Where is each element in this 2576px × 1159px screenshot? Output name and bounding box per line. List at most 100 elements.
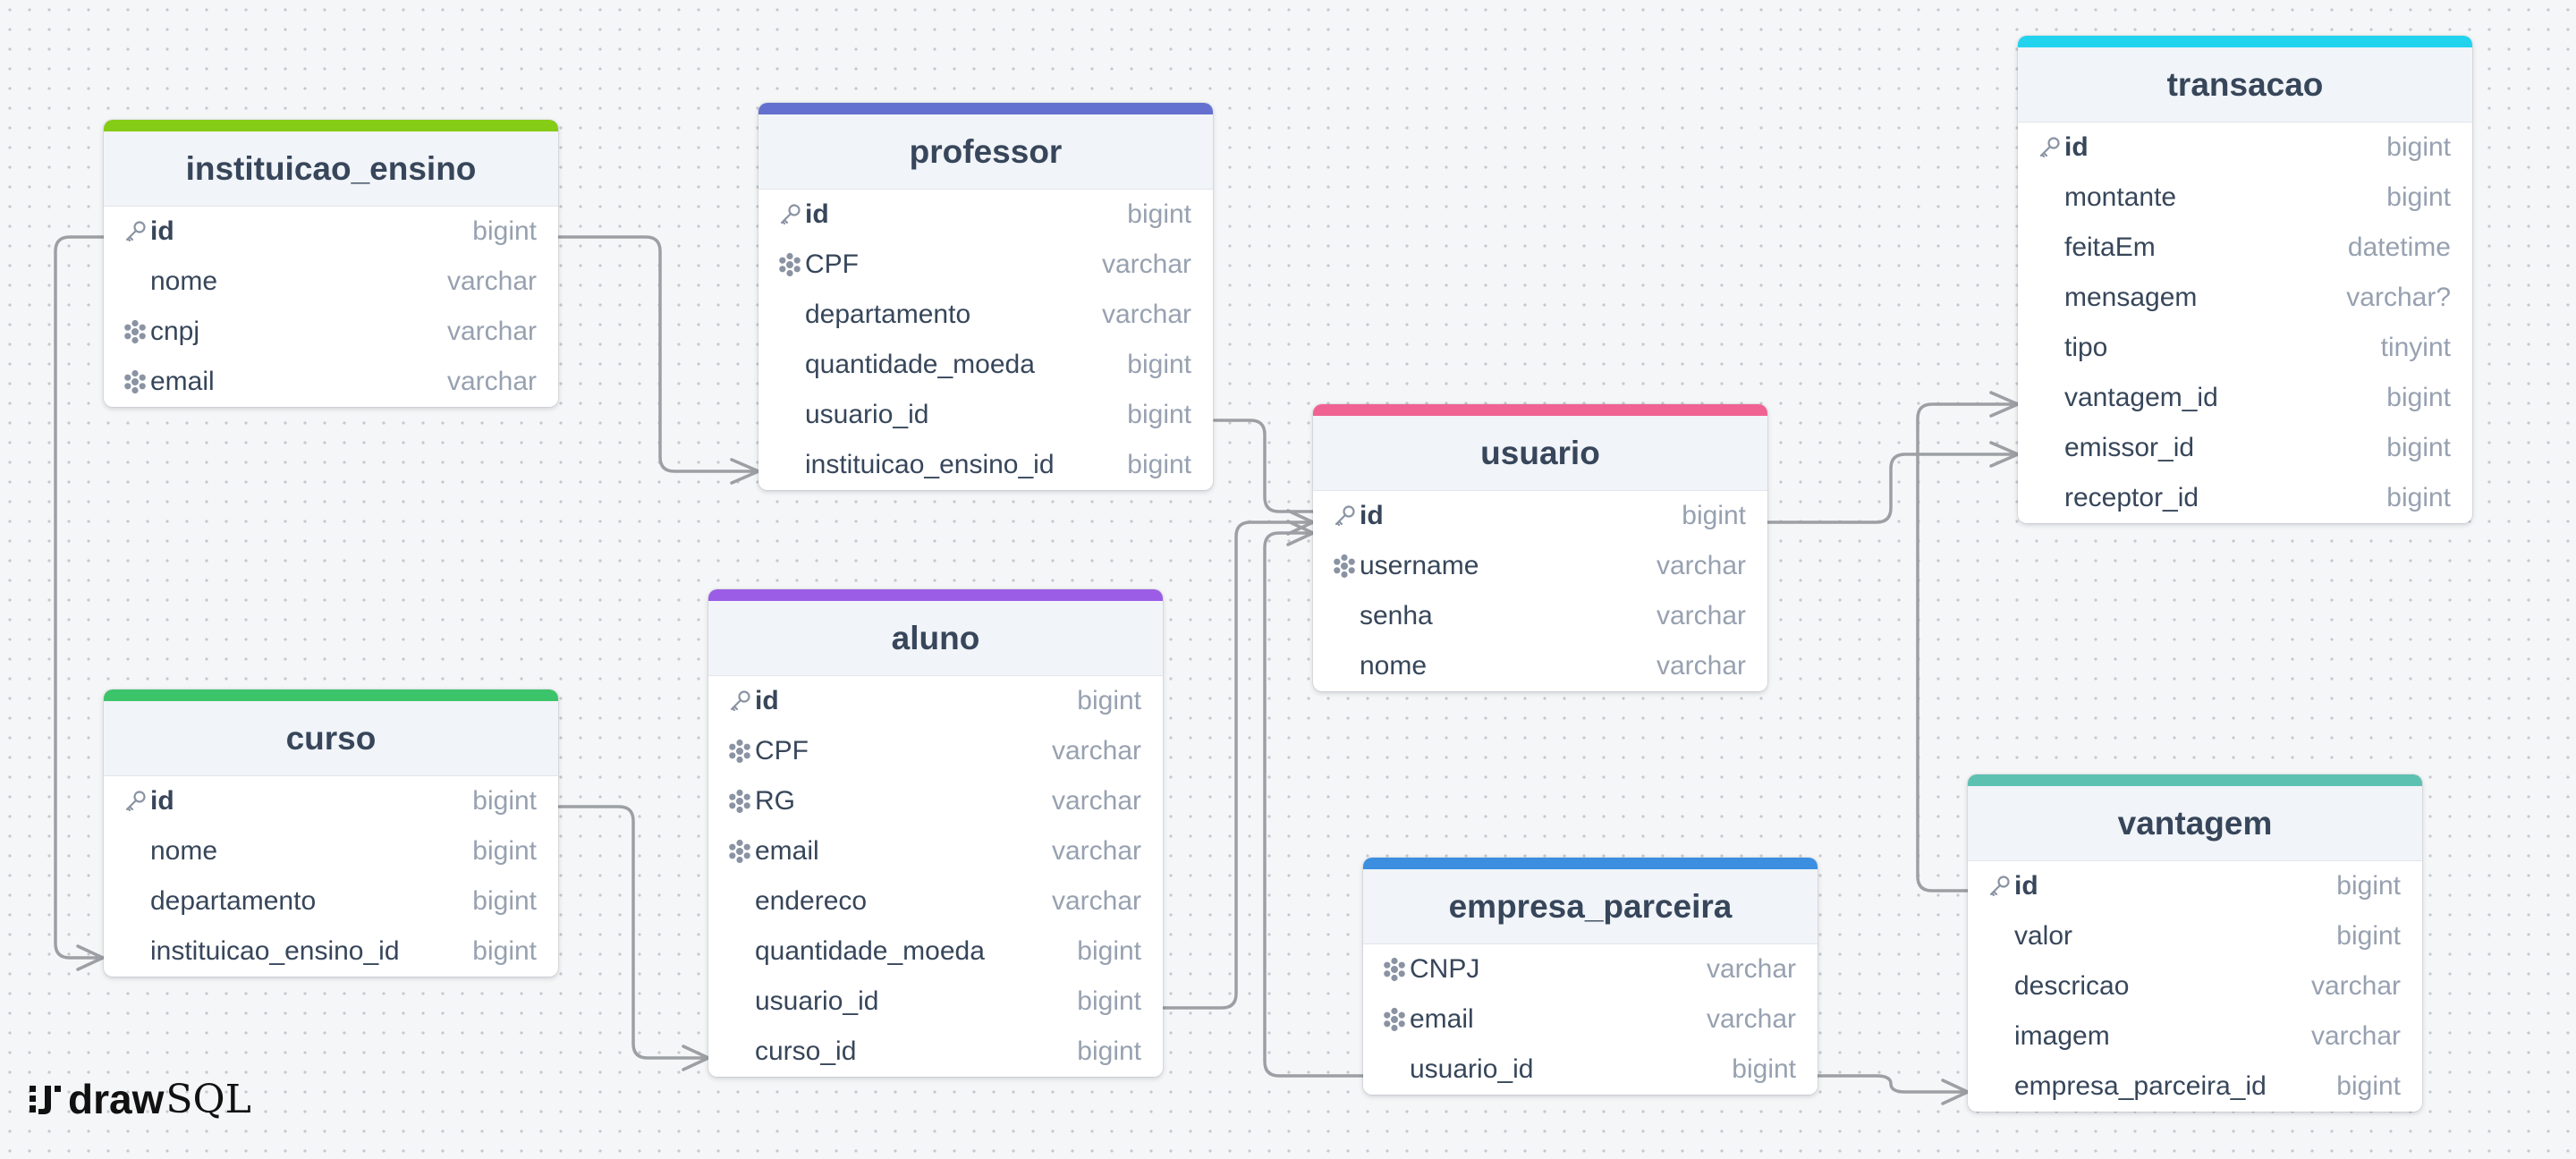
logo-word-sql: SQL xyxy=(165,1076,251,1122)
unique-key-icon xyxy=(776,251,803,278)
unique-key-icon xyxy=(122,318,148,345)
column-type: bigint xyxy=(2336,1071,2401,1101)
column-name: endereco xyxy=(755,886,868,916)
primary-key-icon xyxy=(122,788,148,815)
relation-instituicao-professor[interactable] xyxy=(557,235,760,485)
unique-key-icon xyxy=(726,738,753,765)
table-title[interactable]: empresa_parceira xyxy=(1363,869,1818,944)
column-row[interactable]: id bigint xyxy=(1313,491,1767,541)
relation-empresa-vantagem[interactable] xyxy=(1816,1074,1970,1105)
column-name: CNPJ xyxy=(1410,954,1480,984)
table-title[interactable]: aluno xyxy=(708,601,1163,676)
relation-instituicao-curso[interactable] xyxy=(54,235,105,971)
table-title[interactable]: usuario xyxy=(1313,416,1767,491)
column-type: bigint xyxy=(472,886,537,916)
table-color-bar xyxy=(2018,36,2472,47)
column-name: valor xyxy=(2014,921,2073,951)
relation-usuario-transacao[interactable] xyxy=(1766,441,2020,524)
unique-key-icon xyxy=(726,838,753,865)
column-type: varchar xyxy=(1706,954,1796,984)
column-type: varchar xyxy=(2310,1021,2401,1051)
primary-key-icon xyxy=(2036,134,2063,161)
column-name: email xyxy=(150,367,215,396)
column-name: receptor_id xyxy=(2064,483,2199,512)
column-type: bigint xyxy=(2386,433,2451,462)
column-row[interactable]: CNPJ varchar xyxy=(1363,944,1818,994)
column-row[interactable]: valor bigint xyxy=(1968,911,2422,961)
column-name: vantagem_id xyxy=(2064,383,2218,412)
column-name: quantidade_moeda xyxy=(805,350,1035,379)
column-name: mensagem xyxy=(2064,283,2198,312)
column-name: feitaEm xyxy=(2064,233,2156,262)
column-name: id xyxy=(1360,501,1384,530)
table-color-bar xyxy=(104,120,558,131)
relation-vantagem-transacao[interactable] xyxy=(1916,391,2020,893)
relation-usuario-empresa[interactable] xyxy=(1263,520,1365,1078)
column-name: imagem xyxy=(2014,1021,2110,1051)
table-color-bar xyxy=(1363,858,1818,869)
column-type: datetime xyxy=(2347,233,2451,262)
column-type: bigint xyxy=(1682,501,1746,530)
relation-curso-aluno[interactable] xyxy=(557,805,710,1071)
relation-usuario-professor[interactable] xyxy=(1213,419,1315,513)
table-title[interactable]: curso xyxy=(104,701,558,776)
table-title[interactable]: professor xyxy=(758,114,1213,190)
table-title[interactable]: instituicao_ensino xyxy=(104,131,558,207)
column-type: bigint xyxy=(2336,921,2401,951)
table-title[interactable]: vantagem xyxy=(1968,786,2422,861)
column-row[interactable]: feitaEm datetime xyxy=(2018,223,2472,273)
table-title[interactable]: transacao xyxy=(2018,47,2472,123)
table-color-bar xyxy=(1968,774,2422,786)
column-type: tinyint xyxy=(2380,333,2451,362)
column-name: RG xyxy=(755,786,795,816)
column-row[interactable]: imagem varchar xyxy=(1968,1011,2422,1062)
column-type: bigint xyxy=(1077,1036,1141,1066)
